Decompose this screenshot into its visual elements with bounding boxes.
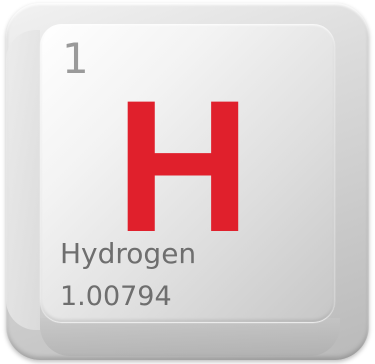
keycap-bevel-bottom <box>40 318 340 356</box>
element-name: Hydrogen <box>60 237 197 270</box>
atomic-weight: 1.00794 <box>60 281 172 312</box>
atomic-number: 1 <box>62 34 89 83</box>
keycap-bevel-left <box>6 30 40 330</box>
element-symbol: H <box>115 61 251 271</box>
keycap-face <box>40 24 335 322</box>
